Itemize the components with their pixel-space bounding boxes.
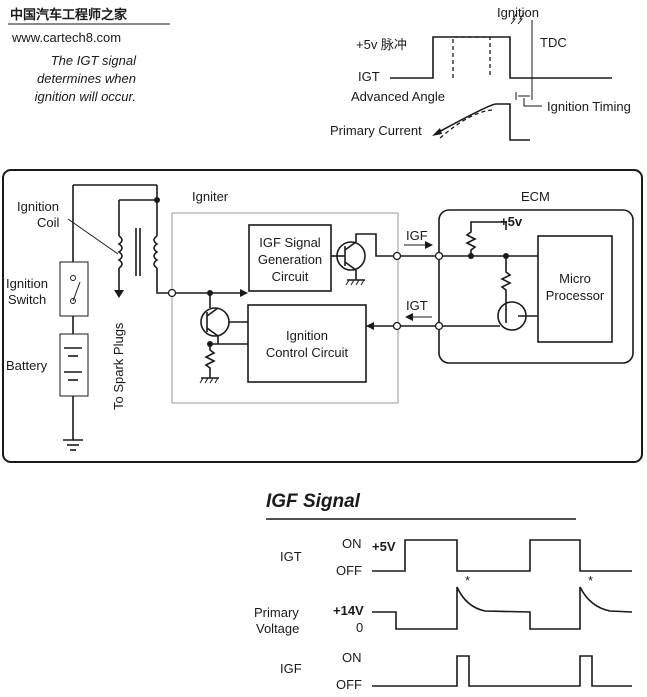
label-advanced-angle: Advanced Angle	[351, 89, 445, 104]
ignition-control-box	[247, 304, 367, 383]
igf-output-wire	[355, 233, 393, 257]
label-ignition-switch-1: Ignition	[6, 276, 48, 291]
label-ign-ctrl-2: Control Circuit	[266, 345, 349, 360]
transistor-collector-leg	[206, 307, 219, 317]
caption-line-1: The IGT signal	[51, 53, 137, 68]
terminal-icon	[167, 288, 177, 298]
arrow-left-icon	[405, 313, 413, 321]
label-igf-gen-3: Circuit	[272, 269, 309, 284]
igf-signal-title: IGF Signal	[266, 491, 361, 512]
igf-on: ON	[342, 650, 362, 665]
label-ecm: ECM	[521, 189, 550, 204]
primary-voltage-waveform	[372, 586, 633, 630]
label-igniter: Igniter	[192, 189, 229, 204]
terminal-icon	[392, 251, 402, 261]
igf-signal-chart: IGF Signal IGT ON +5V OFF Primary Voltag…	[254, 491, 633, 692]
igf-output-waveform	[372, 655, 632, 687]
circuit-diagram: Igniter ECM Micro Processor IGF Signal G…	[2, 169, 643, 463]
primary-current-waveform	[436, 103, 530, 141]
row-label-primary-2: Voltage	[256, 621, 299, 636]
label-tdc: TDC	[540, 35, 567, 50]
igniter-box	[171, 212, 399, 404]
terminal-icon	[392, 321, 402, 331]
label-igf-gen-1: IGF Signal	[259, 235, 321, 250]
emitter-resistor	[204, 344, 216, 378]
igt-advanced-waveform	[452, 36, 491, 78]
terminal-icon	[434, 321, 444, 331]
igt-on: ON	[342, 536, 362, 551]
arrow-head-icon	[432, 128, 442, 136]
caption-line-2: determines when	[37, 71, 136, 86]
watermark-title: 中国汽车工程师之家	[10, 7, 128, 22]
ignition-timing-leader	[523, 98, 542, 107]
label-ignition-coil-1: Ignition	[17, 199, 59, 214]
watermark-url: www.cartech8.com	[11, 30, 121, 45]
igt-off: OFF	[336, 563, 362, 578]
igt-signal-waveform	[372, 539, 632, 572]
arrow-right-icon	[425, 241, 433, 249]
switch-contact	[70, 298, 76, 304]
terminal-icon	[434, 251, 444, 261]
timing-diagram: Ignition TDC +5v 脉冲 IGT Advanced Angle I…	[330, 5, 631, 141]
row-label-primary-1: Primary	[254, 605, 299, 620]
spark-bolt-icon	[517, 12, 525, 25]
switch-contact	[70, 275, 76, 281]
primary-star-2: *	[588, 573, 593, 588]
switch-blade	[72, 281, 81, 302]
arrow-down-icon	[114, 290, 124, 298]
label-processor: Processor	[546, 288, 605, 303]
pullup-resistor	[465, 221, 507, 256]
igf-collector-leg	[344, 241, 357, 251]
row-label-igf: IGF	[280, 661, 302, 676]
label-battery: Battery	[6, 358, 48, 373]
arrow-left-icon	[366, 322, 374, 330]
igf-off: OFF	[336, 677, 362, 692]
igf-generation-box	[248, 224, 332, 292]
microprocessor-box	[537, 235, 613, 343]
label-ign-ctrl-1: Ignition	[286, 328, 328, 343]
igf-emitter-leg	[344, 261, 357, 271]
label-igf-gen-2: Generation	[258, 252, 322, 267]
label-ignition-coil-2: Coil	[37, 215, 60, 230]
base-resistor	[500, 256, 512, 302]
ground-hatch	[345, 279, 365, 286]
igt-plus5v: +5V	[372, 539, 396, 554]
label-micro: Micro	[559, 271, 591, 286]
coil-to-igniter	[156, 268, 172, 294]
ground-hatch	[199, 377, 219, 384]
label-primary-current: Primary Current	[330, 123, 422, 138]
coil-secondary-winding	[153, 235, 159, 269]
battery	[59, 333, 89, 397]
label-ignition-switch-2: Switch	[8, 292, 46, 307]
power-transistor	[200, 307, 230, 337]
ignition-switch	[59, 261, 89, 317]
coil-leader	[67, 218, 119, 255]
caption-line-3: ignition will occur.	[35, 89, 136, 104]
primary-star-1: *	[465, 573, 470, 588]
primary-plus14v: +14V	[333, 603, 364, 618]
label-igf: IGF	[406, 228, 428, 243]
circuit-border	[2, 169, 643, 463]
primary-current-advanced	[439, 109, 493, 139]
label-ignition-timing: Ignition Timing	[547, 99, 631, 114]
arrow-right-icon	[240, 289, 248, 297]
ecm-box	[438, 209, 634, 364]
label-ecm-plus5v: +5v	[500, 214, 523, 229]
coil-primary-winding	[117, 235, 123, 269]
label-igt-timing: IGT	[358, 69, 380, 84]
label-igt: IGT	[406, 298, 428, 313]
label-plus5v-pulse: +5v 脉冲	[356, 37, 407, 52]
igt-waveform	[390, 36, 612, 79]
spark-bolt-icon	[510, 12, 518, 25]
transistor-emitter-leg	[206, 327, 219, 337]
primary-zero: 0	[356, 620, 363, 635]
label-ignition: Ignition	[497, 5, 539, 20]
label-to-spark-plugs: To Spark Plugs	[111, 322, 126, 410]
row-label-igt: IGT	[280, 549, 302, 564]
